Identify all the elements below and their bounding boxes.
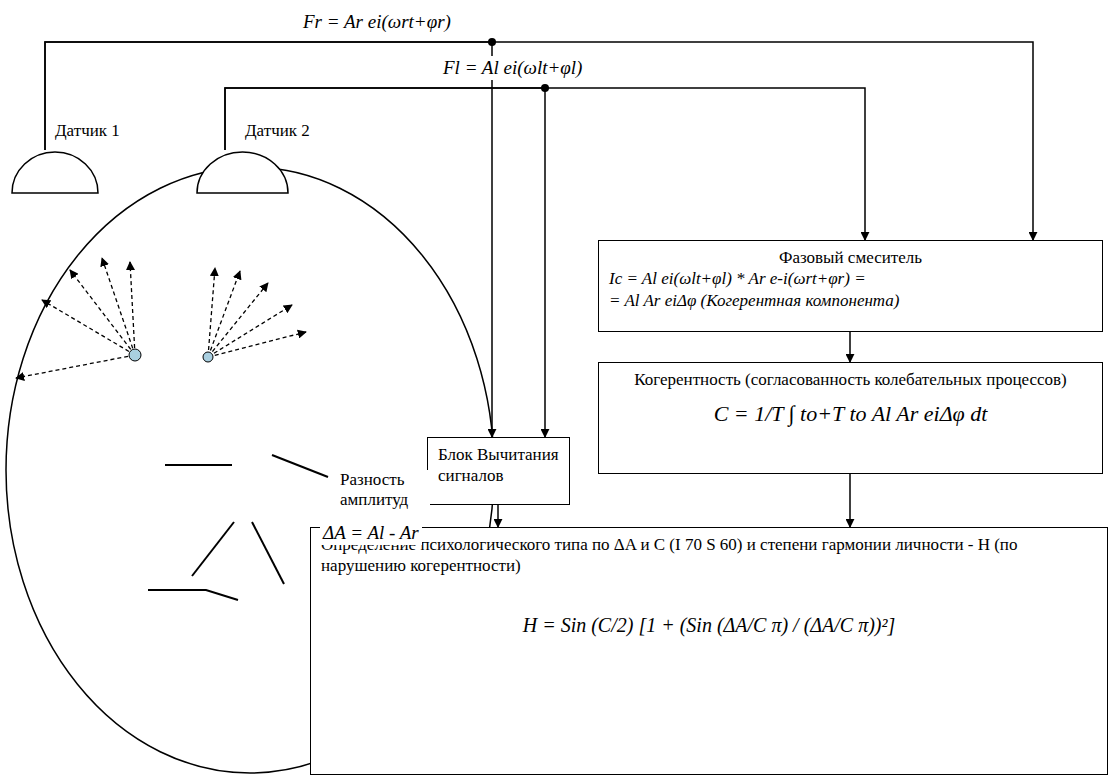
signal-connector [225,88,545,437]
sensor-shape: Датчик 2 [195,150,290,195]
signal-connector [497,505,499,527]
signal-connector [849,332,851,362]
signal-ray [42,300,135,355]
signal-ray [102,258,135,355]
sensor-label: Датчик 2 [245,120,310,141]
result-box: Определение психологического типа по ΔA … [310,527,1108,775]
box-text: H = Sin (C/2) [1 + (Sin (ΔA/C π) / (ΔA/C… [321,613,1097,638]
sensor-dome [12,152,98,193]
signal-ray [70,270,135,355]
subtraction-box: Блок Вычитания сигналов [427,437,570,505]
box-title: Определение психологического типа по ΔA … [321,534,1097,577]
signal-label: Fr = Ar ei(ωrt+φr) [300,10,454,34]
sensor-outline [10,150,100,195]
signal-connector [849,474,851,527]
signal-source [203,352,213,362]
sensor-outline [195,150,290,195]
signal-ray [16,355,135,378]
signal-label: Fl = Al ei(ωlt+φl) [440,56,585,80]
nose-line [192,522,234,576]
signal-connector [45,42,1033,240]
signal-connector [45,42,492,437]
sensor-label: Датчик 1 [55,120,120,141]
box-text: Ic = Al ei(ωlt+φl) * Ar e-i(ωrt+φr) = [609,268,1092,289]
box-title: Фазовый смеситель [609,247,1092,268]
eyebrow [272,455,328,477]
sensor-shape: Датчик 1 [10,150,100,195]
face [148,455,328,600]
sensor-dome [197,152,288,193]
annotation-label: Разность амплитуд [340,470,430,511]
signal-ray [208,283,268,357]
signal-ray [208,268,215,357]
mixer-box: Фазовый смесительIc = Al ei(ωlt+φl) * Ar… [598,240,1103,332]
signal-rays [16,258,306,378]
eyebrow [165,464,232,466]
nose-line [252,522,284,584]
coherence-box: Когерентность (согласованность колебател… [598,362,1103,474]
box-text: = Al Ar eiΔφ (Когерентная компонента) [609,290,1092,311]
signal-ray [130,262,135,355]
signal-ray [208,305,292,357]
box-title: Когерентность (согласованность колебател… [609,369,1092,390]
signal-label: ΔA = Al - Ar [320,521,422,545]
box-title: Блок Вычитания сигналов [438,444,559,487]
signal-ray [208,271,240,357]
signal-ray [208,332,306,357]
box-text: C = 1/T ∫ to+T to Al Ar eiΔφ dt [609,400,1092,428]
signal-source [129,349,141,361]
mouth [148,590,238,600]
